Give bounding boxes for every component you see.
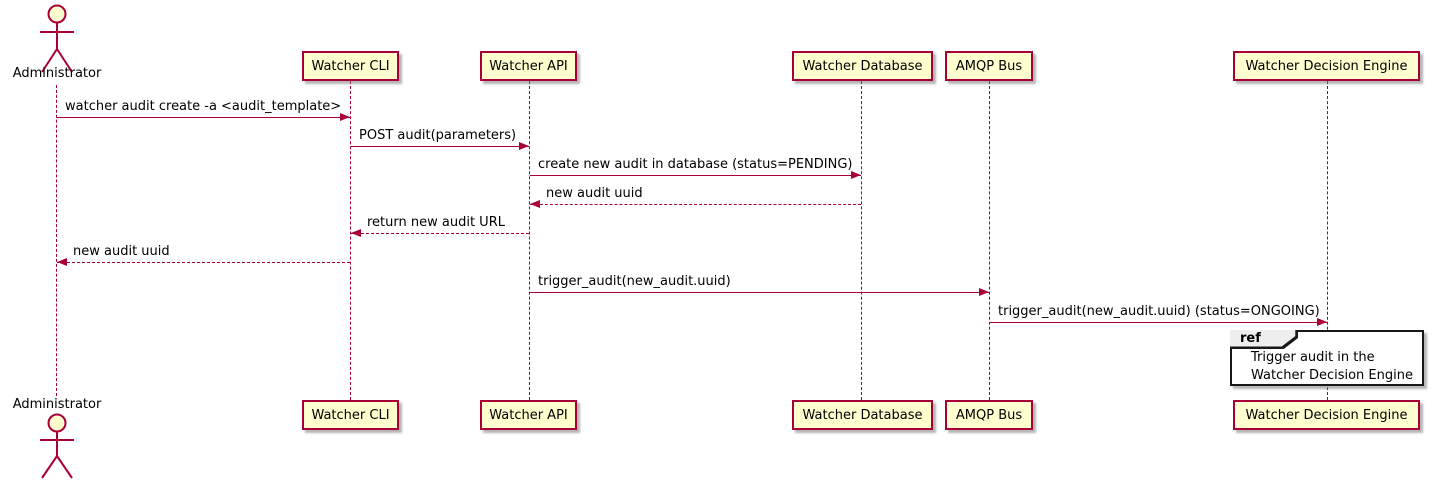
- arrowhead-left-icon: [57, 258, 67, 266]
- actor-label-bottom: Administrator: [12, 397, 102, 412]
- actor-icon: [40, 4, 74, 73]
- ref-tab: ref: [1230, 330, 1298, 349]
- lifeline-watcher-database: [861, 81, 862, 400]
- lifeline-watcher-decision-engine: [1327, 81, 1328, 400]
- ref-line-2: Watcher Decision Engine: [1251, 368, 1413, 383]
- ref-content: Trigger audit in the Watcher Decision En…: [1251, 349, 1413, 385]
- message-7-label: trigger_audit(new_audit.uuid): [538, 274, 731, 289]
- participant-watcher-api-top: Watcher API: [480, 51, 577, 81]
- message-6-line: [57, 262, 350, 263]
- participant-watcher-cli-top: Watcher CLI: [302, 51, 399, 81]
- arrowhead-right-icon: [979, 288, 989, 296]
- participant-amqp-bus-bottom: AMQP Bus: [945, 400, 1033, 430]
- ref-line-1: Trigger audit in the: [1251, 350, 1375, 365]
- participant-watcher-database-bottom: Watcher Database: [792, 400, 933, 430]
- message-5-label: return new audit URL: [367, 215, 505, 230]
- ref-fragment: ref Trigger audit in the Watcher Decisio…: [1230, 330, 1424, 386]
- message-3-line: [530, 175, 861, 176]
- lifeline-watcher-cli: [350, 81, 351, 400]
- message-4-line: [530, 204, 861, 205]
- lifeline-amqp-bus: [989, 81, 990, 400]
- ref-keyword: ref: [1240, 331, 1261, 346]
- participant-watcher-api-bottom: Watcher API: [480, 400, 577, 430]
- message-8-label: trigger_audit(new_audit.uuid) (status=ON…: [998, 304, 1320, 319]
- message-3-label: create new audit in database (status=PEN…: [538, 157, 853, 172]
- lifeline-administrator: [56, 85, 57, 396]
- participant-watcher-decision-engine-bottom: Watcher Decision Engine: [1233, 400, 1420, 430]
- message-1-label: watcher audit create -a <audit_template>: [65, 99, 342, 114]
- lifeline-watcher-api: [529, 81, 530, 400]
- message-6-label: new audit uuid: [73, 244, 170, 259]
- arrowhead-right-icon: [1317, 318, 1327, 326]
- message-1-line: [57, 117, 350, 118]
- message-4-label: new audit uuid: [546, 186, 643, 201]
- participant-amqp-bus-top: AMQP Bus: [945, 51, 1033, 81]
- arrowhead-left-icon: [530, 200, 540, 208]
- message-8-line: [990, 322, 1327, 323]
- participant-watcher-cli-bottom: Watcher CLI: [302, 400, 399, 430]
- message-5-line: [351, 233, 529, 234]
- arrowhead-right-icon: [340, 113, 350, 121]
- arrowhead-right-icon: [519, 142, 529, 150]
- message-2-line: [351, 146, 529, 147]
- participant-watcher-decision-engine-top: Watcher Decision Engine: [1233, 51, 1420, 81]
- actor-label-top: Administrator: [12, 66, 102, 81]
- message-2-label: POST audit(parameters): [359, 128, 517, 143]
- arrowhead-right-icon: [851, 171, 861, 179]
- participant-watcher-database-top: Watcher Database: [792, 51, 933, 81]
- actor-icon: [40, 413, 74, 479]
- message-7-line: [530, 292, 989, 293]
- arrowhead-left-icon: [351, 229, 361, 237]
